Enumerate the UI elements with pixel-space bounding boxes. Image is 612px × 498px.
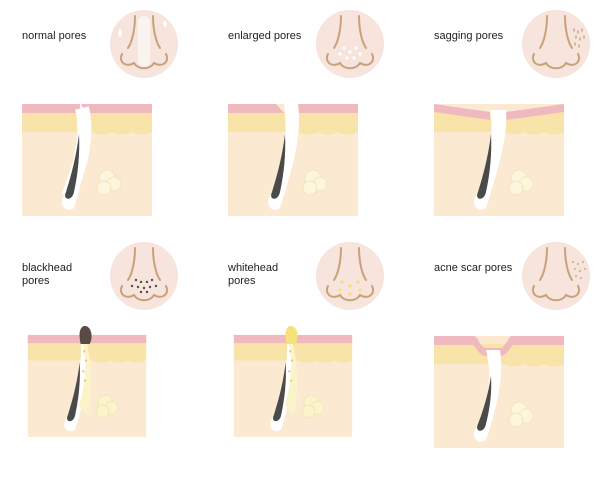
panel-blackhead-pores: blackhead pores (22, 242, 226, 498)
panel-enlarged-pores: enlarged pores (228, 10, 432, 266)
panel-label: acne scar pores (434, 262, 513, 274)
blackhead-plug (79, 325, 92, 345)
skin-cross-section (434, 104, 564, 216)
nose-closeup-icon (316, 10, 384, 78)
pore-types-diagram: normal pores enlarged pores (22, 10, 612, 448)
nose-closeup-icon (110, 242, 178, 310)
panel-label: whitehead pores (228, 262, 279, 287)
skin-cross-section (233, 325, 353, 437)
skin-cross-section (27, 325, 147, 437)
skin-cross-section (434, 336, 564, 448)
nose-closeup-icon (316, 242, 384, 310)
panel-label: sagging pores (434, 30, 504, 42)
panel-acne-scar-pores: acne scar pores (434, 242, 612, 498)
panel-label: enlarged pores (228, 30, 302, 42)
nose-closeup-icon (522, 242, 590, 310)
panel-normal-pores: normal pores (22, 10, 226, 266)
skin-cross-section (228, 104, 358, 216)
panel-sagging-pores: sagging pores (434, 10, 612, 266)
panel-label: normal pores (22, 30, 87, 42)
panel-label: blackhead pores (22, 262, 73, 287)
whitehead-plug (285, 325, 298, 345)
skin-cross-section (22, 102, 152, 216)
nose-closeup-icon (522, 10, 590, 78)
nose-closeup-icon (110, 10, 178, 78)
panel-whitehead-pores: whitehead pores (228, 242, 432, 498)
